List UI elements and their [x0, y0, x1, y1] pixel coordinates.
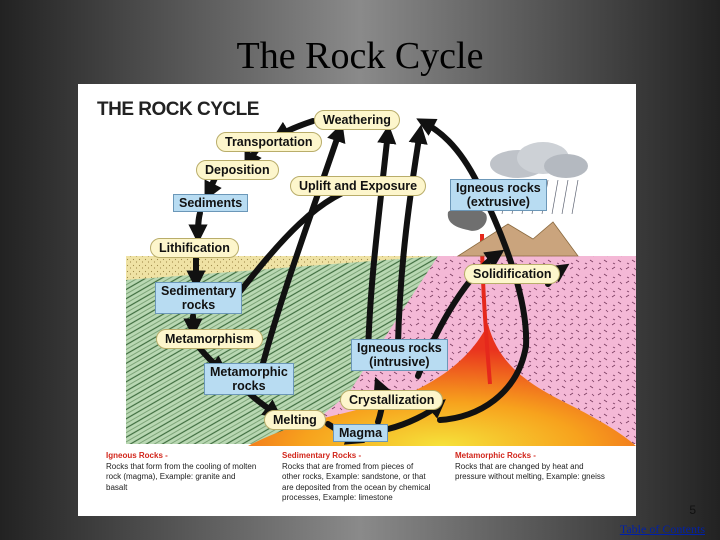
rain-cloud — [490, 142, 588, 215]
label-weathering: Weathering — [314, 110, 400, 130]
page-number: 5 — [689, 503, 696, 517]
box-metamorphic-rocks: Metamorphic rocks — [204, 363, 294, 395]
ash-plume — [447, 206, 487, 231]
legend-igneous-line: basalt — [106, 482, 128, 492]
legend-metamorphic-line: Rocks that are changed by heat and — [455, 461, 584, 471]
box-igneous-extrusive-line2: (extrusive) — [466, 195, 530, 209]
label-metamorphism: Metamorphism — [156, 329, 263, 349]
box-metamorphic-rocks-line2: rocks — [232, 379, 266, 393]
legend-igneous-line: Rocks that form from the cooling of molt… — [106, 461, 257, 471]
label-deposition: Deposition — [196, 160, 279, 180]
legend-sedimentary-line: Rocks that are fromed from pieces of — [282, 461, 414, 471]
box-sedimentary-rocks: Sedimentary rocks — [155, 282, 243, 314]
box-metamorphic-rocks-line1: Metamorphic — [210, 365, 288, 379]
legend-igneous: Igneous Rocks - Rocks that form from the… — [106, 451, 256, 493]
box-igneous-extrusive: Igneous rocks (extrusive) — [450, 179, 547, 211]
legend-igneous-heading: Igneous Rocks - — [106, 451, 168, 460]
legend-metamorphic: Metamorphic Rocks - Rocks that are chang… — [455, 451, 605, 483]
slide-title: The Rock Cycle — [236, 35, 484, 77]
label-lithification: Lithification — [150, 238, 239, 258]
label-melting: Melting — [264, 410, 326, 430]
diagram-title: THE ROCK CYCLE — [97, 99, 259, 120]
rock-cycle-diagram: THE ROCK CYCLE Weathering Transportation… — [78, 84, 636, 516]
legend-metamorphic-line: pressure without melting, Example: gneis… — [455, 472, 605, 481]
box-sediments: Sediments — [173, 194, 249, 212]
label-crystallization: Crystallization — [340, 390, 444, 410]
label-uplift-exposure: Uplift and Exposure — [290, 176, 427, 196]
table-of-contents-link[interactable]: Table of Contents — [619, 522, 705, 536]
box-sedimentary-rocks-line2: rocks — [181, 298, 216, 312]
label-solidification: Solidification — [464, 264, 561, 284]
box-igneous-intrusive-line1: Igneous rocks — [357, 341, 442, 355]
legend-sedimentary: Sedimentary Rocks - Rocks that are frome… — [282, 451, 431, 504]
box-igneous-intrusive: Igneous rocks (intrusive) — [351, 339, 448, 371]
legend-sedimentary-line: other rocks, Example: sandstone, or that — [282, 472, 426, 481]
label-transportation: Transportation — [216, 132, 322, 152]
box-magma: Magma — [333, 424, 389, 442]
legend-sedimentary-line: processes, Example: limestone — [282, 493, 393, 502]
legend-sedimentary-line: are deposited from the ocean by chemical — [282, 482, 431, 492]
box-igneous-extrusive-line1: Igneous rocks — [456, 181, 541, 195]
box-igneous-intrusive-line2: (intrusive) — [369, 355, 430, 369]
legend-igneous-line: rock (magma), Example: granite and — [106, 472, 236, 481]
magma-chamber — [248, 324, 636, 446]
legend-metamorphic-heading: Metamorphic Rocks - — [455, 451, 536, 460]
legend-sedimentary-heading: Sedimentary Rocks - — [282, 451, 362, 460]
box-sedimentary-rocks-line1: Sedimentary — [161, 284, 237, 298]
